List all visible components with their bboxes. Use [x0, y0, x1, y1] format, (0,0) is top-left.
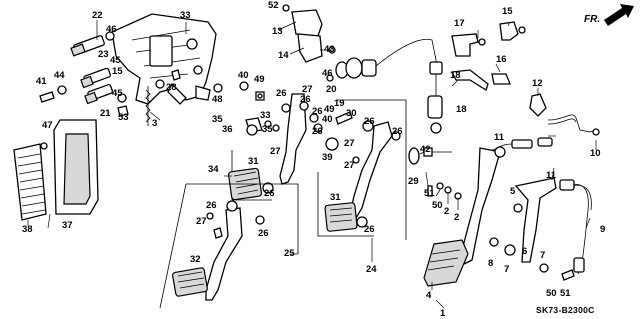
callout-19: 19 [334, 98, 345, 109]
clutch-cable-top [282, 4, 443, 134]
callout-34: 34 [208, 164, 219, 175]
bushings-nuts [171, 69, 265, 101]
callout-40: 40 [238, 70, 249, 81]
callout-46: 46 [106, 24, 117, 35]
callout-52: 52 [268, 0, 279, 11]
callout-6: 6 [522, 246, 527, 257]
callout-39: 39 [322, 152, 333, 163]
callout-26i: 26 [206, 200, 217, 211]
callout-28: 28 [166, 82, 177, 93]
callout-44: 44 [54, 70, 65, 81]
leader-lines [27, 20, 597, 309]
callout-36: 36 [222, 124, 233, 135]
callout-18b: 18 [450, 70, 461, 81]
callout-24: 24 [366, 264, 377, 275]
callout-12: 12 [532, 78, 543, 89]
callout-46b: 46 [322, 68, 333, 79]
callout-27d: 27 [344, 160, 355, 171]
callout-15: 15 [502, 6, 513, 17]
callout-10: 10 [590, 148, 601, 159]
floor-mat [13, 119, 99, 221]
callout-50b: 50 [546, 288, 557, 299]
diagram-code: SK73-B2300C [536, 305, 595, 315]
callout-26f: 26 [364, 116, 375, 127]
callout-15-left: 15 [112, 66, 123, 77]
callout-labels: 22 33 46 23 45 44 41 15 45 21 53 28 3 48… [22, 0, 605, 319]
callout-18: 18 [456, 104, 467, 115]
callout-26c: 26 [312, 106, 323, 117]
callout-27b: 27 [270, 146, 281, 157]
callout-22: 22 [92, 10, 103, 21]
callout-21: 21 [100, 108, 111, 119]
callout-45b: 45 [112, 88, 123, 99]
callout-7b: 7 [540, 250, 545, 261]
callout-26h: 26 [364, 224, 375, 235]
callout-27e: 27 [196, 216, 207, 227]
callout-35: 35 [212, 114, 223, 125]
callout-2b: 2 [454, 212, 459, 223]
callout-47: 47 [42, 120, 53, 131]
callout-31b: 31 [330, 192, 341, 203]
callout-26e: 26 [264, 188, 275, 199]
callout-53: 53 [118, 112, 129, 123]
callout-31: 31 [248, 156, 259, 167]
callout-41: 41 [36, 76, 47, 87]
pedal-bracket [111, 13, 217, 105]
callout-26d: 26 [312, 126, 323, 137]
callout-49b: 49 [324, 104, 335, 115]
callout-38: 38 [22, 224, 33, 235]
callout-49: 49 [254, 74, 265, 85]
accelerator-pedal [423, 146, 557, 287]
callout-51b: 51 [560, 288, 571, 299]
switch-parts [39, 31, 129, 117]
callout-42: 42 [420, 144, 431, 155]
accelerator-cable [491, 114, 600, 151]
callout-33b: 33 [260, 110, 271, 121]
brake-pedal-group [159, 183, 299, 309]
callout-25: 25 [284, 248, 295, 259]
callout-32: 32 [190, 254, 201, 265]
callout-27c: 27 [344, 138, 355, 149]
callout-11: 11 [494, 132, 505, 143]
callout-45: 45 [110, 55, 121, 66]
return-spring [145, 86, 151, 126]
callout-9: 9 [600, 224, 605, 235]
callout-26b: 26 [300, 94, 311, 105]
callout-14: 14 [278, 50, 289, 61]
throttle-brackets [451, 21, 547, 117]
callout-50: 50 [432, 200, 443, 211]
pedal-group-24 [317, 99, 407, 240]
cable-9 [559, 179, 592, 275]
callout-29: 29 [408, 176, 419, 187]
callout-33: 33 [180, 10, 191, 21]
callout-17: 17 [454, 18, 465, 29]
callout-40b: 40 [322, 114, 333, 125]
callout-7: 7 [504, 264, 509, 275]
callout-11b: 11 [546, 170, 557, 181]
callout-26g: 26 [392, 126, 403, 137]
callout-2: 2 [444, 206, 449, 217]
callout-8: 8 [488, 258, 493, 269]
callout-16: 16 [496, 54, 507, 65]
callout-35b: 35 [262, 124, 273, 135]
callout-48: 48 [212, 94, 223, 105]
callout-26j: 26 [258, 228, 269, 239]
callout-3: 3 [152, 118, 157, 129]
callout-27: 27 [302, 84, 313, 95]
callout-43: 43 [324, 44, 335, 55]
callout-13: 13 [272, 26, 283, 37]
callout-20: 20 [326, 84, 337, 95]
callout-5: 5 [510, 186, 516, 197]
callout-30: 30 [346, 108, 357, 119]
callout-26: 26 [276, 88, 287, 99]
callout-4: 4 [426, 290, 432, 301]
front-arrow-icon: FR. [584, 4, 634, 26]
callout-37: 37 [62, 220, 73, 231]
callout-51: 51 [424, 188, 435, 199]
callout-23: 23 [98, 49, 109, 60]
callout-1: 1 [440, 308, 446, 319]
front-indicator-label: FR. [584, 14, 600, 25]
